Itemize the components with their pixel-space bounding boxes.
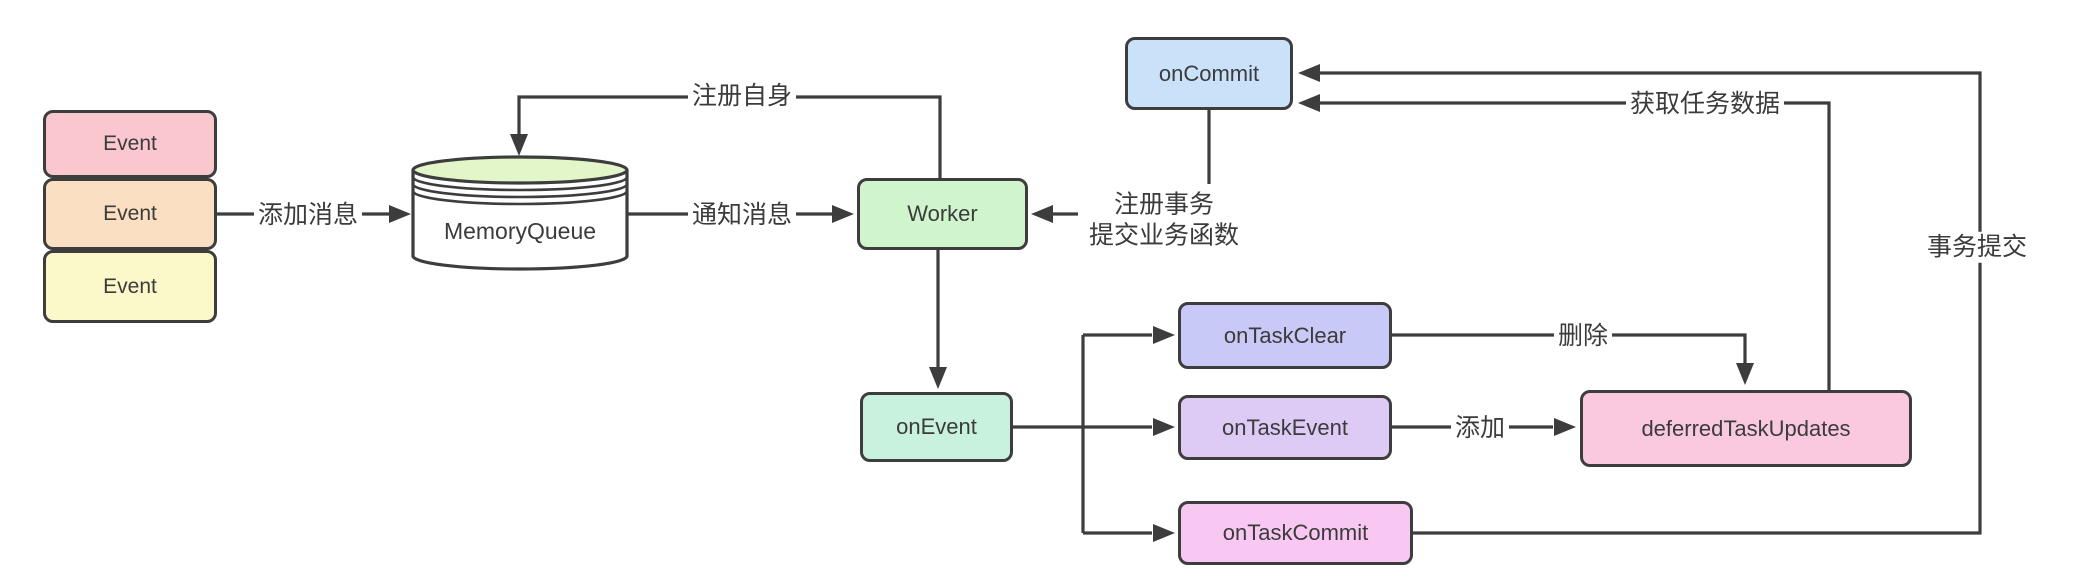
- edge-label-add: 添加: [1450, 412, 1510, 444]
- edge-get-task-data-line: [1320, 101, 1831, 390]
- node-deferredtaskupdates: deferredTaskUpdates: [1580, 390, 1912, 467]
- memory-queue-label: MemoryQueue: [443, 218, 597, 244]
- node-ontaskevent: onTaskEvent: [1178, 395, 1392, 460]
- arrowhead-add: [1554, 418, 1576, 436]
- node-onevent: onEvent: [860, 392, 1013, 462]
- edge-label-get-task-data: 获取任务数据: [1625, 88, 1785, 120]
- edge-delete-line: [1392, 333, 1747, 363]
- memory-queue-cylinder-body: [411, 170, 629, 271]
- node-ontaskcommit: onTaskCommit: [1178, 501, 1413, 565]
- arrowhead-delete: [1736, 363, 1754, 385]
- edge-label-register-self: 注册自身: [687, 80, 797, 112]
- arrowhead-register-self: [510, 134, 528, 156]
- node-event-2: Event: [43, 178, 217, 250]
- arrowhead-ontaskcommit: [1153, 524, 1175, 542]
- memory-queue-ring-3: [411, 190, 629, 206]
- node-event-3: Event: [43, 250, 217, 323]
- arrowhead-ontaskevent: [1153, 418, 1175, 436]
- node-worker: Worker: [857, 178, 1028, 250]
- edge-label-transaction-commit: 事务提交: [1922, 231, 2032, 263]
- arrowhead-add-message: [389, 205, 411, 223]
- memory-queue-ring-2: [411, 183, 629, 199]
- edge-transaction-commit-line: [1320, 71, 1982, 535]
- memory-queue-ring-1: [411, 176, 629, 192]
- node-event-1: Event: [43, 110, 217, 178]
- arrowhead-get-task-data: [1298, 94, 1320, 112]
- edge-label-register-transaction-line2: 提交业务函数: [1088, 221, 1240, 249]
- memory-queue-cylinder-top: [411, 155, 629, 185]
- arrowhead-ontaskclear: [1153, 326, 1175, 344]
- edge-label-add-message: 添加消息: [253, 199, 363, 231]
- arrowhead-transaction-commit: [1298, 64, 1320, 82]
- arrowhead-notify-message: [832, 205, 854, 223]
- arrowhead-register-transaction: [1031, 205, 1053, 223]
- edge-onevent-branch-line: [1013, 333, 1152, 535]
- edge-label-notify-message: 通知消息: [687, 199, 797, 231]
- edge-label-register-transaction-line1: 注册事务: [1113, 190, 1215, 219]
- arrowhead-worker-onevent: [929, 367, 947, 389]
- edge-label-delete: 删除: [1553, 320, 1613, 352]
- edge-label-register-transaction: 注册事务 提交业务函数: [1084, 189, 1244, 251]
- node-oncommit: onCommit: [1125, 37, 1293, 110]
- node-ontaskclear: onTaskClear: [1178, 302, 1392, 369]
